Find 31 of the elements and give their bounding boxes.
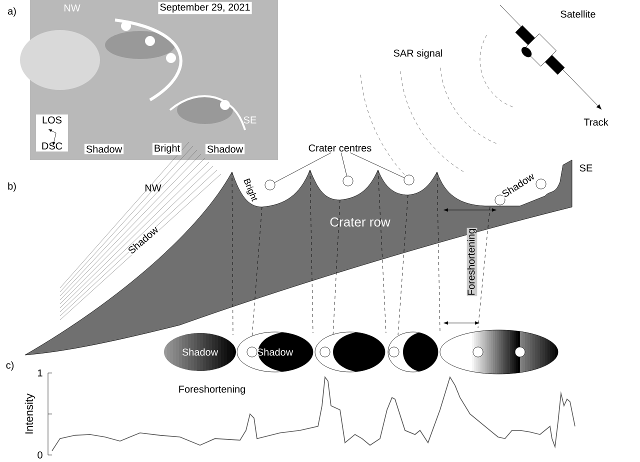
crater-ellipse (440, 330, 558, 374)
crater-centre-circle (264, 180, 276, 190)
leader-line (350, 152, 404, 178)
axis-tick-label: 1 (38, 370, 42, 376)
date-label: September 29, 2021 (158, 2, 252, 14)
foreshortening-label: Foreshortening (179, 385, 245, 395)
axis-tick-label: 0 (38, 451, 42, 459)
leader-line (340, 152, 347, 176)
node-label: Shadow (182, 348, 218, 356)
panel-label: c) (6, 361, 14, 371)
direction-label: NW (146, 184, 162, 192)
direction-label: NW (64, 4, 80, 12)
annotation-text: Crater centres (308, 144, 372, 152)
axis-title: Intensity (24, 394, 36, 434)
crater-centre-circle (536, 178, 546, 190)
panel-label: b) (8, 182, 16, 192)
leader-line (274, 152, 332, 183)
direction-label: SE (580, 164, 592, 172)
crater-ellipse (388, 332, 438, 372)
direction-label: SE (244, 116, 256, 124)
orientation-box: LOS DSC (36, 114, 68, 152)
foreshortening-label: Foreshortening (466, 228, 478, 296)
profile-label: Crater row (330, 217, 390, 227)
track-label: Track (584, 118, 608, 126)
panel-label: a) (8, 7, 16, 17)
bright-label: Bright (244, 178, 258, 202)
crater-ellipse (314, 332, 386, 372)
satellite-label: Satellite (560, 10, 596, 18)
signal-label: SAR signal (394, 49, 442, 59)
crater-centre-circle (342, 176, 354, 186)
crater-centre-circle (404, 174, 414, 186)
